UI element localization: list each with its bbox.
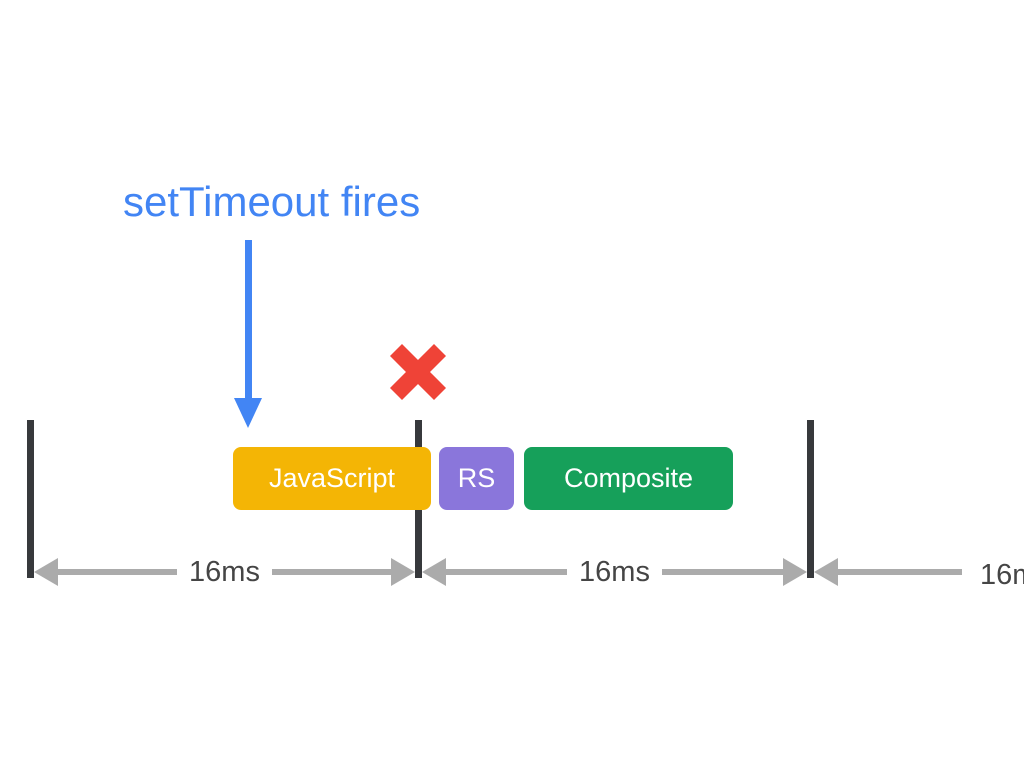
measure-arrow-frame-1: 16ms [34, 555, 416, 588]
measure-line [838, 569, 962, 575]
frame-boundary-bar [27, 420, 34, 578]
duration-label: 16ms [189, 555, 260, 588]
measure-line [446, 569, 568, 575]
measure-arrow-frame-2: 16ms [422, 555, 808, 588]
duration-label: 16ms [980, 559, 1024, 591]
task-block-composite: Composite [524, 447, 733, 510]
measure-line [58, 569, 178, 575]
annotation-title: setTimeout fires [123, 178, 421, 225]
arrowhead-left-icon [34, 558, 58, 586]
measure-line [271, 569, 392, 575]
measure-line [661, 569, 784, 575]
arrowhead-right-icon [391, 558, 416, 586]
arrowhead-left-icon [422, 558, 446, 586]
frame-boundary-bar [807, 420, 814, 578]
task-block-rs: RS [439, 447, 514, 510]
x-mark-icon [389, 343, 447, 401]
measure-arrow-frame-3: 16ms [814, 556, 1024, 591]
down-arrow-icon [234, 240, 262, 428]
duration-label: 16ms [579, 555, 650, 588]
arrowhead-right-icon [783, 558, 808, 586]
arrowhead-left-icon [814, 558, 838, 586]
task-block-javascript: JavaScript [233, 447, 431, 510]
